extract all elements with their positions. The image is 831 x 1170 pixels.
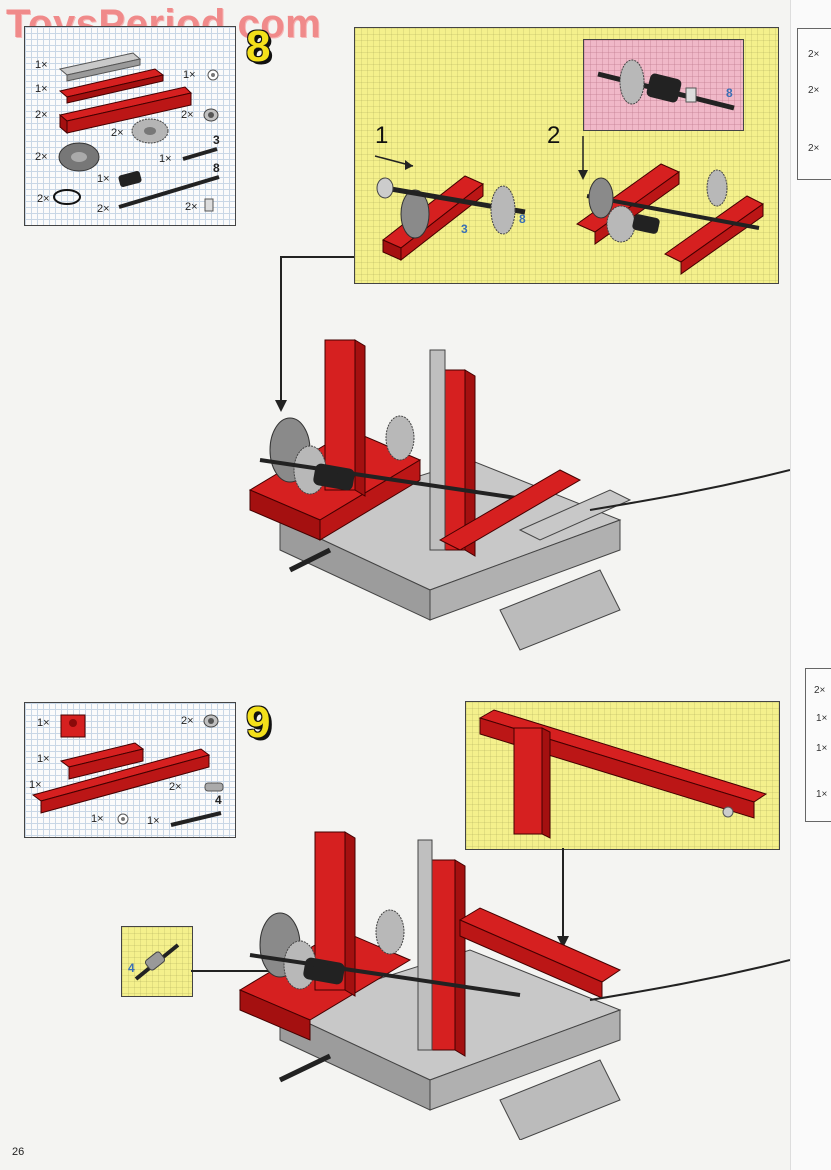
callout-axle-3-label: 3 <box>461 222 468 236</box>
step8-model-illustration <box>248 339 790 651</box>
axle-4-part <box>170 811 222 827</box>
qty-bush: 2× <box>181 109 194 121</box>
axle-length-8: 8 <box>213 161 220 175</box>
qty-axle-8: 2× <box>97 203 110 215</box>
next-page-parts-box-bottom: 2× 1× 1× 1× <box>805 668 831 822</box>
half-bush-part <box>204 198 214 212</box>
edge-qty: 1× <box>816 713 828 724</box>
qty-axle-4: 1× <box>147 815 160 827</box>
qty-connector: 2× <box>169 781 182 793</box>
qty-bush: 2× <box>181 715 194 727</box>
edge-qty: 2× <box>808 49 820 60</box>
red-beam-long-part <box>58 86 192 135</box>
rubber-band-part <box>53 189 81 205</box>
connector-part <box>204 782 224 792</box>
worm-axle-inset: 8 <box>583 39 744 131</box>
axle-length-3: 3 <box>213 133 220 147</box>
qty-rubber-band: 2× <box>37 193 50 205</box>
pulley-wheel-part <box>58 142 100 172</box>
edge-qty: 1× <box>816 789 828 800</box>
gear-24-part <box>131 118 169 144</box>
qty-red-brick: 1× <box>37 717 50 729</box>
qty-red-beam: 1× <box>37 753 50 765</box>
substep-1-label: 1 <box>375 122 389 149</box>
qty-gear-24: 2× <box>111 127 124 139</box>
qty-cog-small: 1× <box>91 813 104 825</box>
step9-leader-arrowhead <box>557 936 569 948</box>
qty-cog-small: 1× <box>183 69 196 81</box>
step9-leader-line <box>562 848 564 940</box>
cog-small-part <box>117 813 129 825</box>
callout-leader-vertical <box>280 256 282 404</box>
step9-model-illustration <box>238 831 790 1140</box>
axle-4-callout-illustration <box>134 943 180 981</box>
step8-callout: 1 2 8 3 8 <box>354 27 779 284</box>
next-page-parts-box-top: 2× 2× 2× <box>797 28 831 180</box>
qty-half-bush: 2× <box>185 201 198 213</box>
edge-qty: 2× <box>814 685 826 696</box>
step8-parts-box: 1× 1× 2× 1× 2× 2× 2× 1× 1× 2× 2× 2× 3 8 <box>24 26 236 226</box>
qty-grey-beam: 1× <box>35 59 48 71</box>
next-page-edge: 2× 2× 2× 2× 1× 1× 1× <box>790 0 831 1170</box>
bush-part <box>203 714 219 728</box>
red-beam-part <box>58 68 165 104</box>
axle-8-part <box>118 175 220 209</box>
axle-length-4: 4 <box>215 793 222 807</box>
qty-red-beam-long: 1× <box>29 779 42 791</box>
callout-axle-8-label: 8 <box>519 212 526 226</box>
cog-small-part <box>207 69 219 81</box>
qty-red-beam-long: 2× <box>35 109 48 121</box>
step9-callout-illustration <box>478 709 768 839</box>
step9-parts-illustration <box>31 714 224 827</box>
grey-beam-part <box>58 52 142 82</box>
step-8-number: 8 <box>246 22 271 71</box>
inset-axle-label: 8 <box>726 86 733 100</box>
edge-qty: 2× <box>808 85 820 96</box>
worm-gear-part <box>118 171 142 187</box>
bush-part <box>203 108 219 122</box>
step8-parts-illustration <box>53 52 220 212</box>
edge-qty: 2× <box>808 143 820 154</box>
red-beam-long-part <box>31 748 211 814</box>
qty-red-beam: 1× <box>35 83 48 95</box>
axle-4-callout: 4 <box>121 926 193 997</box>
axle-callout-leader <box>191 970 271 972</box>
qty-pulley-wheel: 2× <box>35 151 48 163</box>
leader-arrowhead <box>275 400 287 412</box>
page-number: 26 <box>12 1146 25 1158</box>
qty-axle-3: 1× <box>159 153 172 165</box>
step8-callout-illustration <box>374 136 764 275</box>
callout-leader-horizontal <box>280 256 354 258</box>
worm-axle-illustration <box>597 59 735 111</box>
red-beam-part <box>59 742 145 780</box>
step-9-number: 9 <box>246 698 271 747</box>
substep-2-label: 2 <box>547 122 561 149</box>
axle-4-callout-label: 4 <box>128 961 135 975</box>
step9-parts-box: 1× 2× 1× 1× 2× 1× 1× 4 <box>24 702 236 838</box>
qty-worm-gear: 1× <box>97 173 110 185</box>
edge-qty: 1× <box>816 743 828 754</box>
axle-3-part <box>182 147 218 161</box>
red-brick-part <box>60 714 86 738</box>
step9-callout <box>465 701 780 850</box>
